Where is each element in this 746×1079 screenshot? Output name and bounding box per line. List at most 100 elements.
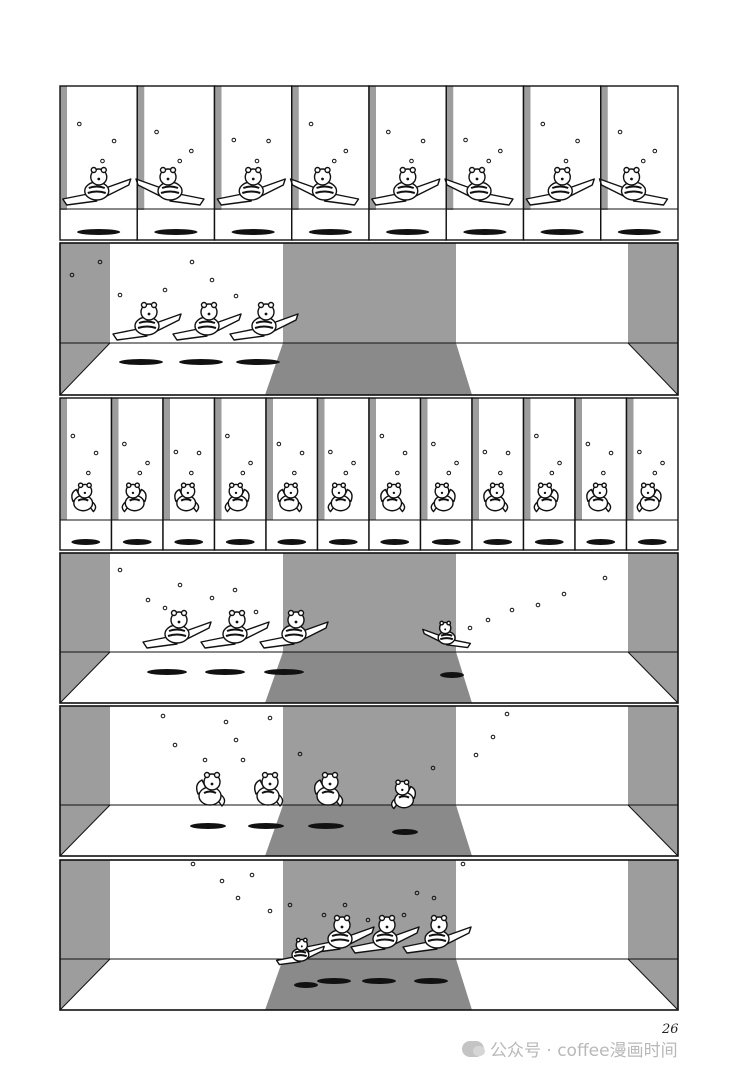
floor-tone — [265, 959, 472, 1010]
frame-background — [446, 86, 524, 240]
frame-wall-tone — [600, 86, 608, 210]
motion-dot — [395, 470, 400, 476]
dancer-figure — [224, 482, 250, 513]
frame-background — [369, 86, 447, 240]
dancer-stripes — [160, 185, 180, 194]
panel-border — [59, 859, 679, 1011]
motion-dot — [145, 597, 151, 603]
dancer-shadow — [264, 669, 304, 675]
dancer-stripes — [396, 185, 416, 194]
dancer-figure — [390, 779, 417, 810]
motion-dot — [473, 752, 479, 758]
motion-dot — [189, 470, 194, 476]
dancer-shadow — [231, 229, 275, 235]
dancer-stripes — [489, 498, 501, 502]
motion-dot — [540, 121, 546, 127]
motion-dot — [446, 470, 452, 476]
dancer-figure — [380, 482, 406, 513]
dancer-shadow — [617, 229, 662, 235]
dancer-ear — [633, 166, 640, 174]
frame-wall-tone — [420, 398, 428, 520]
dancer-ear — [314, 166, 321, 174]
motion-dot — [240, 757, 246, 763]
strip-frame — [162, 397, 216, 551]
motion-dot — [189, 148, 194, 154]
panel-border — [59, 705, 679, 857]
dancer-shadow — [328, 539, 358, 545]
dancer-ear — [295, 937, 301, 943]
motion-dot — [240, 470, 246, 476]
motion-dot — [485, 617, 491, 623]
dancer-ear — [245, 166, 252, 174]
frame-wall-tone — [626, 398, 634, 520]
motion-dot — [162, 605, 168, 611]
frame-border — [600, 85, 679, 241]
dancer-nose — [289, 491, 293, 495]
dancer-figure — [229, 301, 299, 341]
motion-dot — [154, 129, 159, 135]
motion-dot — [145, 460, 150, 466]
floor-edge — [627, 342, 679, 396]
frame-wall-tone — [214, 398, 222, 520]
dancer-stripes — [225, 628, 245, 637]
dancer-shadow — [534, 539, 564, 545]
motion-dot — [535, 602, 541, 608]
dancer-shadow — [308, 229, 353, 235]
dancer-nose — [406, 177, 410, 181]
dancer-ear — [321, 771, 329, 779]
dancer-stripes — [644, 498, 656, 502]
dancer-shadow — [154, 229, 198, 235]
motion-dot — [409, 158, 414, 164]
motion-dot — [97, 259, 103, 265]
right-wall — [628, 553, 678, 703]
dancer-nose — [630, 177, 633, 181]
motion-dot — [219, 878, 225, 884]
strip-frame — [213, 85, 293, 241]
motion-dot — [420, 138, 426, 144]
dancer-stripes — [137, 320, 157, 329]
frame-background — [214, 86, 292, 240]
dancer-shadow — [76, 229, 121, 235]
dancer-figure — [195, 771, 226, 807]
dancer-ear — [409, 166, 416, 174]
dancer-nose — [560, 177, 564, 181]
back-wall-tone — [283, 706, 456, 805]
dancer-ear — [592, 482, 599, 489]
dancer-figure — [289, 166, 360, 206]
strip-frame — [59, 85, 138, 241]
dancer-ear — [498, 482, 504, 489]
frame-wall-tone — [446, 86, 454, 210]
strip-frame — [444, 85, 525, 241]
panel-room-three-plus-one — [59, 552, 679, 704]
motion-dot — [660, 460, 665, 466]
motion-dot — [549, 470, 555, 476]
motion-dot — [162, 287, 168, 293]
motion-dot — [172, 742, 178, 748]
back-wall-tone — [283, 243, 456, 343]
dancer-ear — [261, 771, 269, 779]
floor-edge — [627, 958, 679, 1011]
dancer-figure — [586, 482, 612, 513]
dancer-nose — [495, 491, 499, 495]
frame-wall-tone — [369, 86, 376, 210]
dancer-shadow — [147, 669, 187, 675]
frame-wall-tone — [523, 86, 531, 210]
frame-background — [214, 398, 266, 550]
panel-border — [59, 242, 679, 396]
dancer-nose — [83, 491, 87, 495]
strip-frame — [213, 397, 267, 551]
dancer-figure — [259, 609, 329, 649]
dancer-ear — [443, 482, 450, 489]
right-wall — [628, 860, 678, 1010]
motion-dot — [460, 861, 466, 867]
motion-dot — [652, 470, 658, 476]
motion-dot — [297, 751, 303, 757]
dancer-stripes — [469, 185, 489, 194]
dancer-stripes — [624, 185, 643, 194]
frame-wall-tone — [60, 398, 67, 520]
motion-dot — [534, 433, 539, 439]
dancer-ear — [388, 914, 396, 922]
dancer-ear — [170, 609, 178, 617]
motion-dot — [202, 757, 208, 763]
dancer-shadow — [440, 672, 464, 678]
